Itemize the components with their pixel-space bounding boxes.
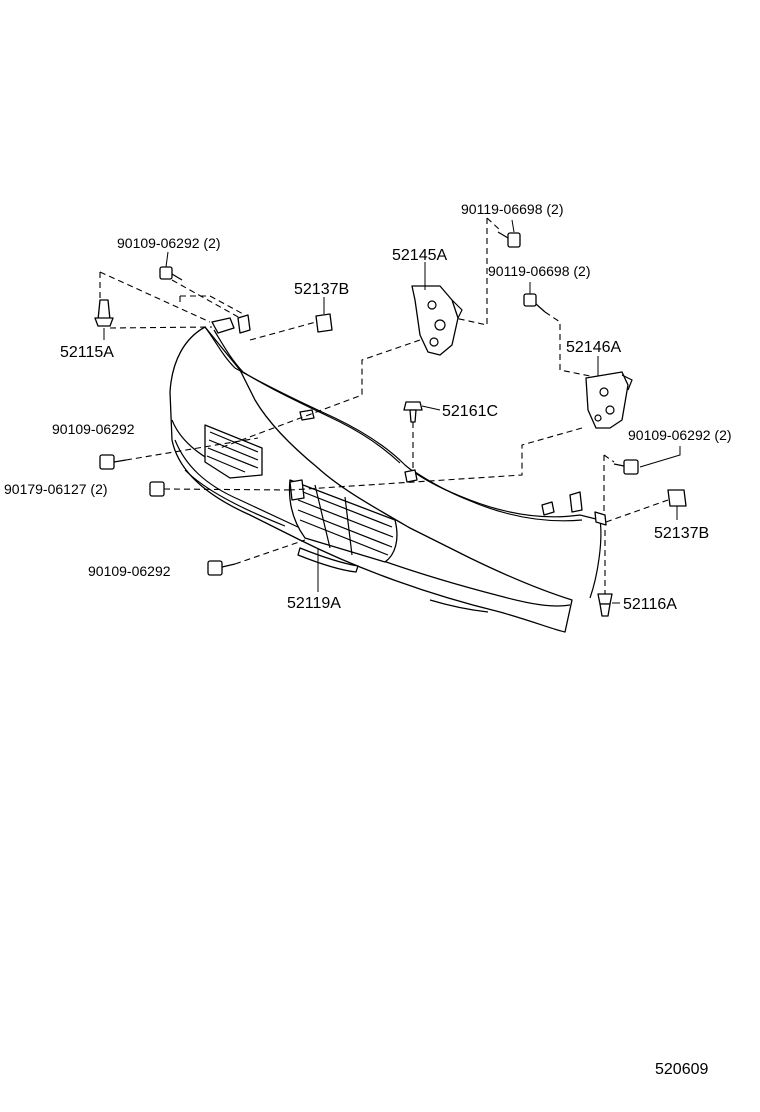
retainer-52137b-left[interactable]: [315, 313, 333, 333]
leader-lines: [103, 219, 681, 604]
nut-90179[interactable]: [149, 481, 165, 497]
diagram-id: 520609: [655, 1061, 708, 1078]
label-bracket-left: 52145A: [392, 247, 447, 264]
label-clip-left: 52115A: [60, 344, 114, 361]
clip-52115a[interactable]: [94, 299, 114, 327]
assembly-lines: [99, 217, 669, 594]
fastener-52161c[interactable]: [403, 401, 423, 423]
label-bumper-cover: 52119A: [287, 595, 341, 612]
label-bolt-bottom: 90109-06292: [88, 563, 171, 579]
bolt-90109-top-left[interactable]: [159, 266, 183, 281]
bolt-90109-left[interactable]: [99, 454, 127, 470]
label-bolt-left: 90109-06292: [52, 421, 135, 437]
label-fastener-center: 52161C: [442, 403, 498, 420]
bolt-90109-right[interactable]: [613, 459, 639, 475]
label-bolt-top-left: 90109-06292 (2): [117, 235, 221, 251]
label-bracket-right: 52146A: [566, 339, 621, 356]
bolt-90109-bottom[interactable]: [207, 560, 236, 576]
retainer-52137b-right[interactable]: [667, 489, 687, 507]
bolt-90119-top[interactable]: [497, 231, 521, 248]
label-retainer-left: 52137B: [294, 281, 349, 298]
label-clip-right: 52116A: [623, 596, 677, 613]
part-labels: 90119-06698 (2) 90119-06698 (2) 90109-06…: [4, 201, 732, 1078]
label-retainer-right: 52137B: [654, 525, 709, 542]
bracket-52146a[interactable]: [585, 371, 633, 429]
label-bolt-right: 90109-06292 (2): [628, 427, 732, 443]
clip-52116a[interactable]: [597, 593, 613, 617]
bolt-90119-right[interactable]: [523, 293, 546, 313]
bracket-52145a[interactable]: [411, 285, 463, 356]
label-bolt-top: 90119-06698 (2): [461, 201, 563, 217]
bumper-cover[interactable]: [169, 314, 607, 633]
label-nut-left: 90179-06127 (2): [4, 481, 108, 497]
label-bolt-top-right: 90119-06698 (2): [488, 263, 590, 279]
